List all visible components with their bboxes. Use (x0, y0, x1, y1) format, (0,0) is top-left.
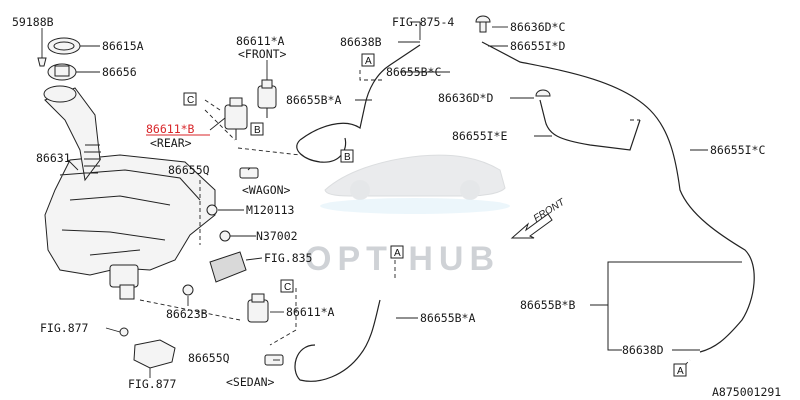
hose-rear-wagon (299, 44, 421, 141)
label-86655i-e: 86655I*E (452, 129, 507, 143)
diagram-code: A875001291 (712, 385, 781, 399)
hose-nozzle-d (539, 99, 641, 151)
svg-text:A: A (365, 56, 372, 67)
pump-lower (247, 293, 269, 323)
label-59188b: 59188B (12, 15, 54, 29)
label-86611a-lower: 86611*A (286, 305, 335, 319)
svg-text:B: B (254, 125, 261, 136)
label-86655b-a-top: 86655B*A (286, 93, 341, 107)
label-86655b-a-bottom: 86655B*A (420, 311, 475, 325)
label-fig877-b: FIG.877 (128, 377, 177, 391)
ref-box-a3: A (673, 363, 687, 377)
washer-tank (44, 154, 216, 300)
filler-neck (43, 85, 101, 182)
label-86623b: 86623B (166, 307, 208, 321)
label-86655q-bottom: 86655Q (188, 351, 230, 365)
label-86615a: 86615A (102, 39, 144, 53)
label-sedan-note: <SEDAN> (226, 375, 275, 389)
label-86611a-front: 86611*A (236, 34, 285, 48)
hose-wagon-loop (296, 137, 347, 163)
bracket-86655bb (607, 261, 742, 351)
label-m120113: M120113 (246, 203, 295, 217)
front-arrow: FRONT (510, 196, 568, 239)
ref-box-c2: C (280, 279, 294, 293)
label-86656: 86656 (102, 65, 137, 79)
grommet-86623b (182, 284, 194, 296)
label-rear-note: <REAR> (150, 136, 192, 150)
label-86611b: 86611*B (146, 122, 195, 136)
ref-box-b1: B (250, 122, 264, 136)
nut-n37002 (219, 230, 231, 242)
label-n37002: N37002 (256, 229, 298, 243)
ref-box-c1: C (183, 92, 197, 106)
hose-right-main (481, 41, 755, 353)
svg-text:FRONT: FRONT (532, 196, 568, 224)
label-86655q-top: 86655Q (168, 163, 210, 177)
ref-box-a1: A (361, 53, 375, 67)
label-fig875-4: FIG.875-4 (392, 15, 454, 29)
label-front-note: <FRONT> (238, 47, 287, 61)
label-wagon-note: <WAGON> (242, 183, 291, 197)
bolt-m120113 (206, 204, 218, 216)
pump-front (257, 79, 277, 118)
label-86655i-c: 86655I*C (710, 143, 765, 157)
label-86655b-c: 86655B*C (386, 65, 441, 79)
label-86631: 86631 (36, 151, 71, 165)
label-86636d-c: 86636D*C (510, 20, 565, 34)
label-fig835: FIG.835 (264, 251, 312, 265)
svg-text:A: A (677, 366, 684, 377)
svg-text:A: A (394, 248, 401, 259)
motor-fig877 (119, 327, 176, 369)
nozzle-86636dd (535, 89, 551, 97)
wagon-grommet (239, 167, 259, 179)
label-86638d: 86638D (622, 343, 664, 357)
svg-text:C: C (187, 95, 194, 106)
cap-and-filter (37, 37, 81, 81)
label-86655b-b: 86655B*B (520, 298, 575, 312)
svg-text:B: B (344, 152, 351, 163)
label-86638b: 86638B (340, 35, 382, 49)
label-86636d-d: 86636D*D (438, 91, 493, 105)
hose-sedan (294, 299, 381, 382)
svg-text:C: C (284, 282, 291, 293)
watermark-car (320, 154, 510, 214)
bracket-fig835 (209, 251, 247, 283)
ref-box-a2: A (390, 245, 404, 259)
pump-rear (224, 97, 248, 140)
ref-box-b2: B (340, 149, 354, 163)
label-fig877-a: FIG.877 (40, 321, 89, 335)
label-86655i-d: 86655I*D (510, 39, 565, 53)
nozzle-86636dc (475, 15, 491, 33)
